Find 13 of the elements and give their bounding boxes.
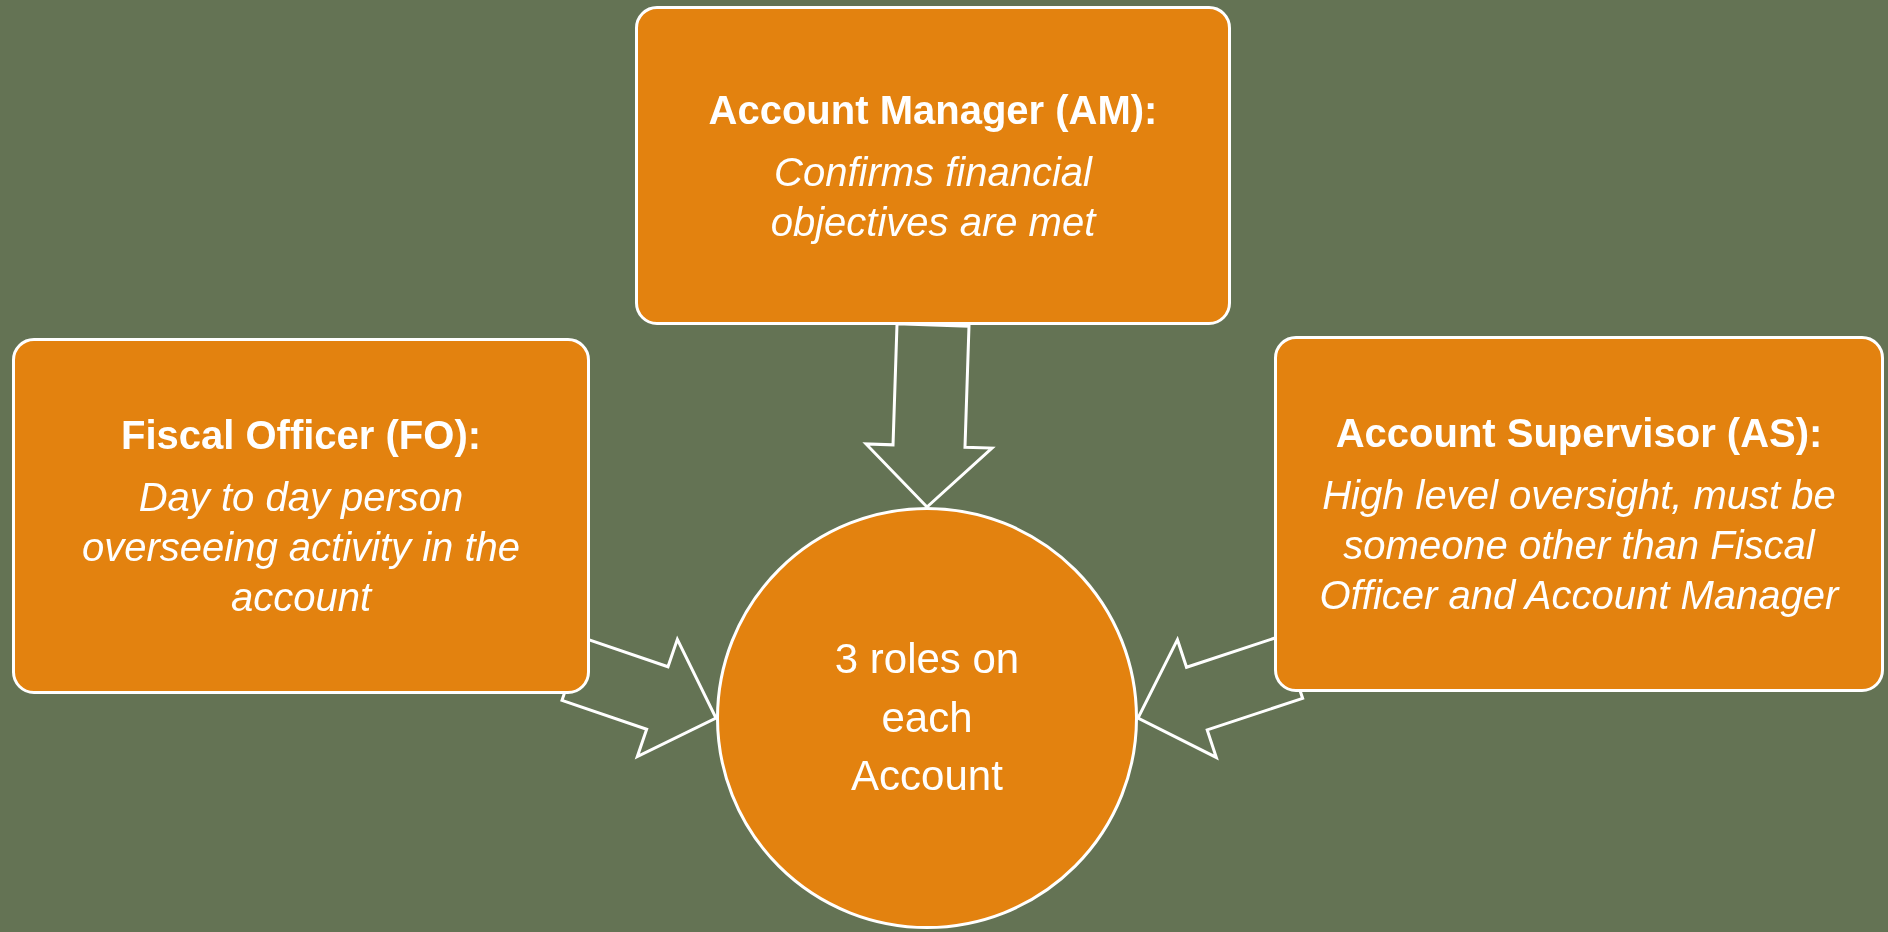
center-label: 3 roles on each Account xyxy=(833,633,1021,802)
role-title: Account Manager (AM): xyxy=(708,86,1158,134)
role-box xyxy=(635,6,1231,325)
block-arrow xyxy=(560,635,718,760)
block-arrow xyxy=(1136,633,1305,761)
role-description: High level oversight, must be someone other than Fiscal Officer and Account Manager xyxy=(1318,472,1841,619)
role-title: Account Supervisor (AS): xyxy=(1335,410,1823,457)
role-box xyxy=(1274,336,1884,692)
block-arrow xyxy=(862,322,996,510)
role-description: Day to day person overseeing activity in the account xyxy=(81,474,521,621)
role-title: Fiscal Officer (FO): xyxy=(120,412,482,459)
role-description: Confirms financial objectives are met xyxy=(769,148,1098,246)
role-box xyxy=(12,338,590,694)
